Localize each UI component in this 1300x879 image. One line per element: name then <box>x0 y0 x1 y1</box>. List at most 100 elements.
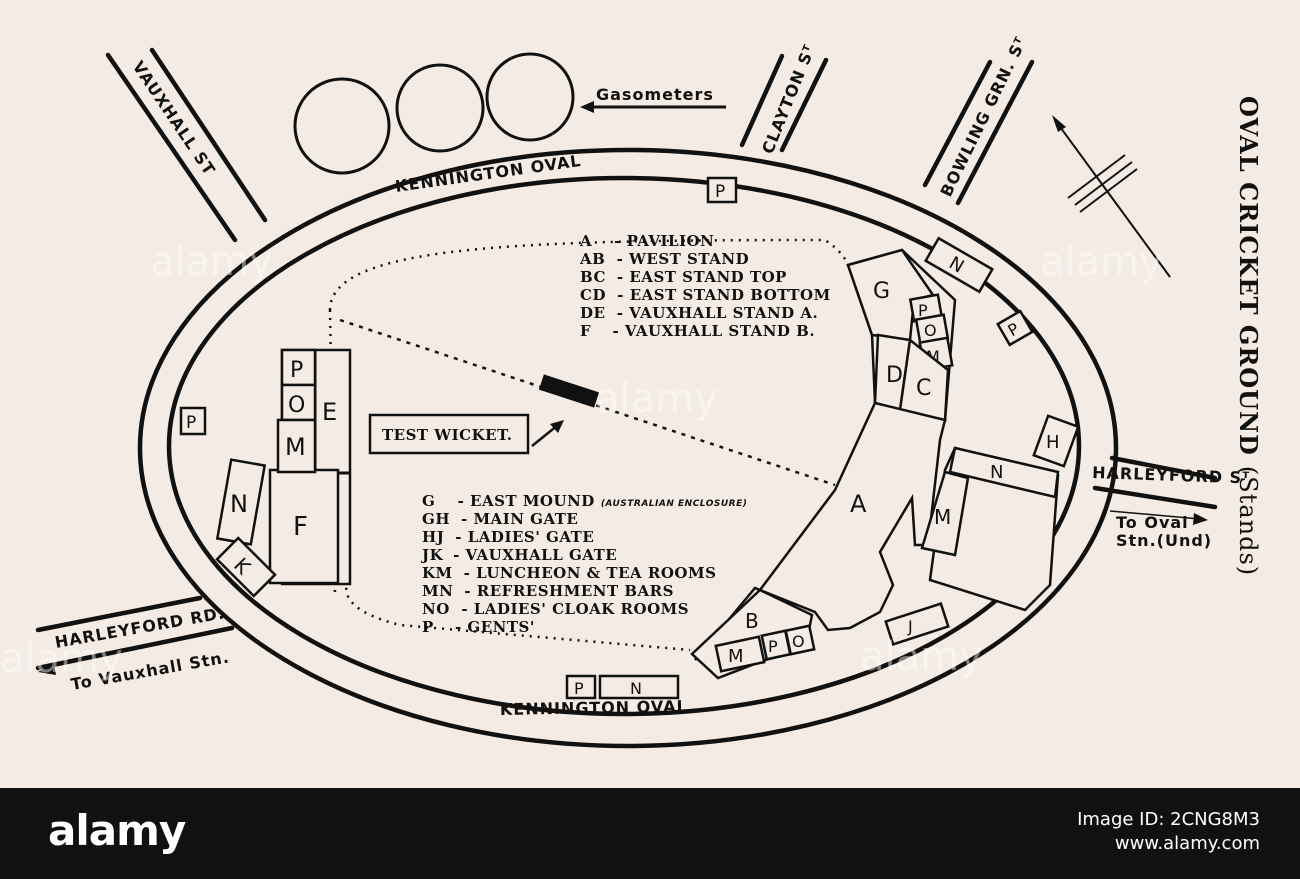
watermark-3: alamy <box>1040 239 1163 285</box>
legend-top-line-4: CD- EAST STAND BOTTOM <box>580 286 831 304</box>
svg-text:B: B <box>745 609 759 633</box>
svg-text:M: M <box>934 505 951 529</box>
svg-text:J: J <box>907 617 913 636</box>
harleyford-st-road-bottom <box>1092 485 1218 510</box>
gents-p-north[interactable] <box>706 176 738 204</box>
main-gate-h[interactable] <box>1032 414 1080 468</box>
test-wicket-pitch <box>538 374 600 408</box>
gasometer-1 <box>293 77 391 175</box>
test-wicket-box <box>368 413 530 455</box>
to-oval-stn-label-2: Stn.(Und) <box>1116 531 1212 550</box>
north-arrow-icon <box>1052 115 1171 278</box>
legend-bottom-line-4: JK- VAUXHALL GATE <box>420 546 617 564</box>
svg-text:P: P <box>768 637 778 656</box>
legend-bottom-line-8: P- GENTS' <box>422 618 535 636</box>
to-vauxhall-arrow-icon <box>38 663 56 675</box>
ladies-cloak-o-south[interactable] <box>784 624 816 656</box>
legend-top-line-2: AB- WEST STAND <box>579 250 749 268</box>
gasometers: Gasometers <box>293 52 726 175</box>
refreshment-bar-n-north-east[interactable] <box>923 236 995 294</box>
pavilion-label: A <box>850 490 867 518</box>
svg-text:P: P <box>918 301 928 320</box>
harleyford-rd-road-bottom <box>35 625 235 671</box>
harleyford-st-label: HARLEYFORD Sᵀ <box>1092 463 1250 487</box>
svg-text:C: C <box>916 376 931 401</box>
watermark-2: alamy <box>595 376 718 422</box>
svg-text:M: M <box>728 646 744 667</box>
vauxhall-st-road-right <box>149 47 268 223</box>
test-wicket-arrowhead <box>550 420 564 433</box>
test-wicket-arrow <box>531 424 559 447</box>
oval-map: Gasometers VAUXHALL ST CLAYTON Sᵀ BOWLIN… <box>0 34 1263 749</box>
legend-bottom: G- EAST MOUND(AUSTRALIAN ENCLOSURE) GH- … <box>420 492 747 636</box>
map-title: OVAL CRICKET GROUND(Stands) <box>1234 96 1263 576</box>
roads <box>35 47 1218 749</box>
legend-top-line-6: F- VAUXHALL STAND B. <box>580 322 815 340</box>
harleyford-rd-road-top <box>35 595 203 633</box>
svg-text:M: M <box>285 433 306 461</box>
legend-top-line-5: DE- VAUXHALL STAND A. <box>580 304 818 322</box>
refreshment-bar-n-east[interactable] <box>948 446 1060 499</box>
svg-text:P: P <box>290 358 303 383</box>
legend-bottom-line-5: KM- LUNCHEON & TEA ROOMS <box>422 564 716 582</box>
svg-text:G: G <box>873 279 890 304</box>
stand-f[interactable] <box>268 468 340 585</box>
gents-p-far-west[interactable] <box>179 406 207 436</box>
watermark-4: alamy <box>0 636 123 682</box>
gents-p-south[interactable] <box>565 674 597 700</box>
site-url[interactable]: www.alamy.com <box>1114 833 1260 854</box>
vauxhall-st-label: VAUXHALL ST <box>129 58 220 179</box>
alamy-logo[interactable]: alamy <box>48 806 186 855</box>
claytons-st-road-right <box>779 57 829 153</box>
vauxhall-st-road-left <box>105 52 238 243</box>
svg-text:H: H <box>1046 432 1060 453</box>
svg-text:P: P <box>186 413 196 433</box>
footer-image-info: Image ID: 2CNG8M3 www.alamy.com <box>1077 808 1260 856</box>
watermark-1: alamy <box>150 239 273 285</box>
bowling-grn-st-road-left <box>922 59 993 188</box>
legend-bottom-line-3: HJ- LADIES' GATE <box>422 528 594 546</box>
to-oval-arrow <box>1109 510 1201 520</box>
gents-p-west[interactable] <box>280 348 317 387</box>
luncheon-m-east-south[interactable] <box>920 470 970 557</box>
legend-bottom-line-7: NO- LADIES' CLOAK ROOMS <box>422 600 689 618</box>
ladies-gate-j[interactable] <box>884 602 950 646</box>
legend-bottom-line-6: MN- REFRESHMENT BARS <box>422 582 674 600</box>
gasometer-2 <box>395 63 485 153</box>
kennington-oval-bottom-label: KENNINGTON OVAL <box>500 697 688 719</box>
to-oval-arrow-icon <box>1193 513 1208 525</box>
legend-bottom-line-1: G- EAST MOUND(AUSTRALIAN ENCLOSURE) <box>422 492 747 510</box>
gasometers-label: Gasometers <box>596 85 714 104</box>
svg-text:P: P <box>715 182 725 202</box>
playing-field-boundary <box>328 238 850 652</box>
stand-e-label: E <box>322 398 337 426</box>
kennington-oval-inner <box>166 175 1082 717</box>
svg-text:N: N <box>630 679 642 698</box>
legend-top-line-3: BC- EAST STAND TOP <box>580 268 787 286</box>
luncheon-m-west[interactable] <box>276 418 317 474</box>
vauxhall-gate-k[interactable] <box>215 536 277 598</box>
harleyford-st-road-top <box>1109 455 1218 481</box>
watermark-5: alamy <box>860 634 983 680</box>
vauxhall-stands: P O M E F <box>268 348 352 586</box>
image-id: Image ID: 2CNG8M3 <box>1077 809 1260 830</box>
test-wicket-label: TEST WICKET. <box>382 426 513 444</box>
luncheon-m-south[interactable] <box>714 635 766 673</box>
east-stands: G P O M D C <box>846 248 957 422</box>
svg-text:P: P <box>574 679 584 698</box>
svg-text:N: N <box>230 490 248 518</box>
bowling-grn-st-road-right <box>955 59 1035 206</box>
kennington-oval-outer <box>137 147 1119 749</box>
refreshment-bar-n-south[interactable] <box>598 674 680 700</box>
gasometers-arrowhead <box>580 101 594 113</box>
svg-text:D: D <box>886 363 903 388</box>
claytons-st-road-left <box>739 53 785 148</box>
svg-text:O: O <box>792 632 805 651</box>
svg-text:O: O <box>288 393 305 418</box>
gasometer-3 <box>485 52 575 142</box>
gents-p-east[interactable] <box>996 309 1034 347</box>
bowling-grn-st-label: BOWLING GRN. Sᵀ <box>937 34 1031 200</box>
footer-bar: alamy Image ID: 2CNG8M3 www.alamy.com <box>0 788 1300 879</box>
to-oval-stn-label-1: To Oval <box>1116 513 1189 532</box>
